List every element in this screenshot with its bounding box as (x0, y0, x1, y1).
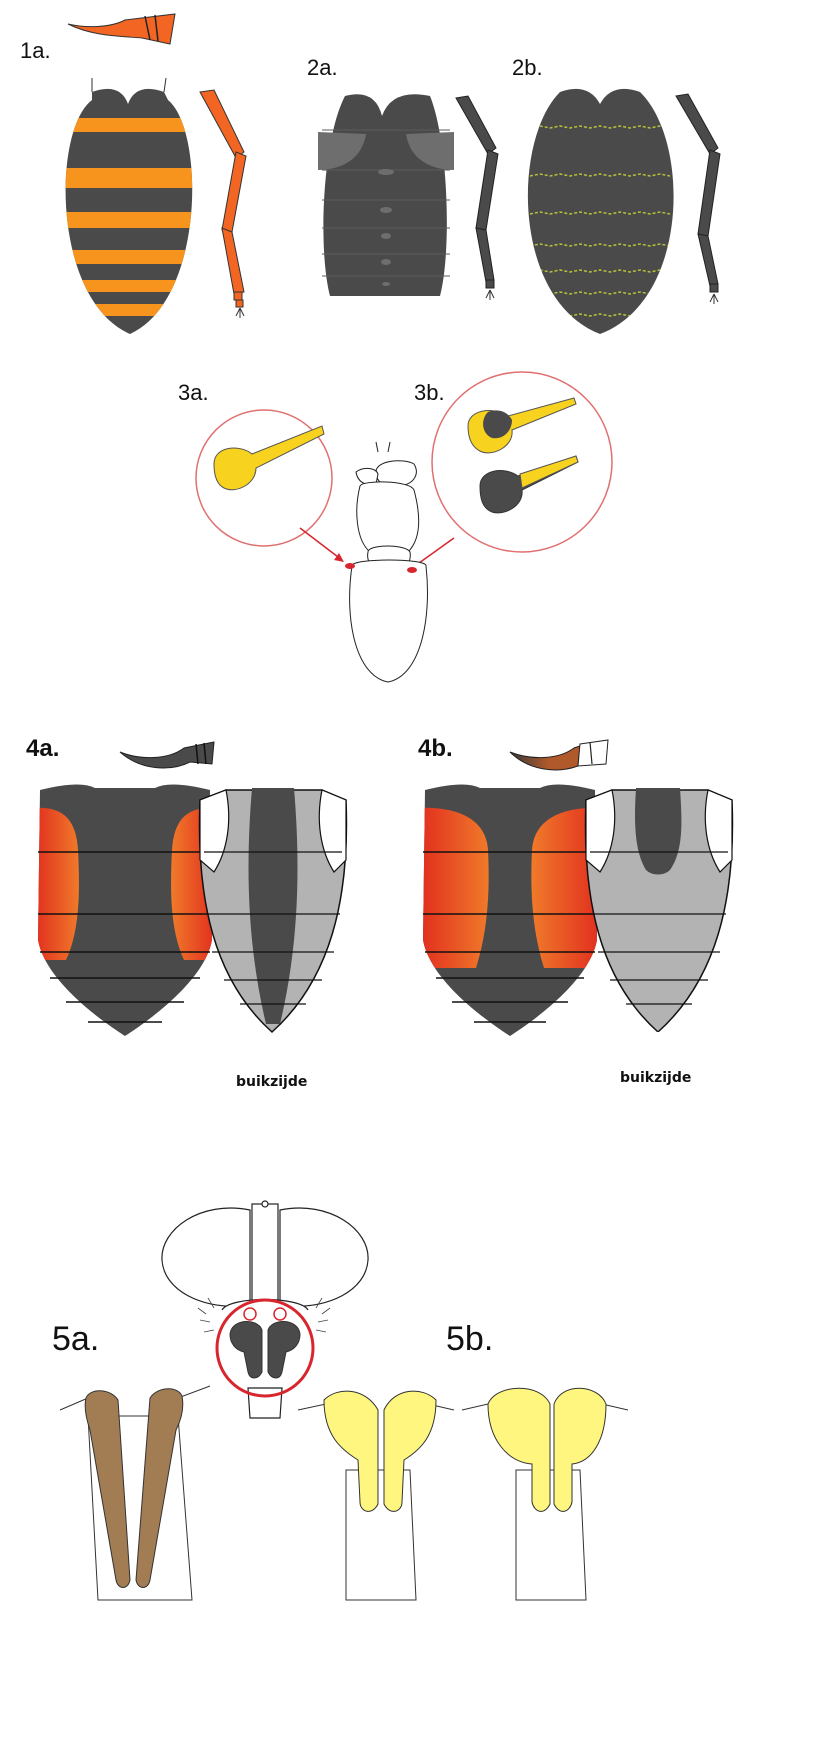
label-5b: 5b. (446, 1320, 493, 1358)
leg-dark (456, 96, 498, 288)
label-2a: 2a. (307, 55, 338, 80)
halter-marker-left (345, 563, 355, 569)
figure-2b: 2b. (512, 55, 720, 334)
halter-bicolor-icon (468, 398, 576, 453)
abdomen-orange-banded (40, 78, 220, 334)
facial-knob-dark (230, 1321, 300, 1378)
head-outline (162, 1201, 368, 1418)
facial-5a-brown (60, 1386, 210, 1600)
abdomen-4b-ventral (585, 788, 732, 1038)
label-3a: 3a. (178, 380, 209, 405)
facial-5b-yellow-a (298, 1391, 454, 1600)
label-1a: 1a. (20, 38, 51, 63)
caption-ventral-left: buikzijde (236, 1074, 307, 1090)
leg-dark-2b (676, 94, 720, 292)
abdomen-dark-speckled (528, 89, 674, 334)
abdomen-4b-dorsal (416, 784, 604, 1036)
figure-5: 5a. 5b. (52, 1201, 628, 1600)
leg-orange (200, 90, 246, 307)
label-4a: 4a. (26, 735, 59, 762)
label-3b: 3b. (414, 380, 445, 405)
label-4b: 4b. (418, 735, 453, 762)
label-5a: 5a. (52, 1320, 99, 1358)
caption-ventral-right: buikzijde (620, 1070, 691, 1086)
abdomen-4a-dorsal (32, 784, 218, 1036)
antenna-orange-icon (68, 14, 175, 44)
figure-4a: 4a. (26, 735, 346, 1090)
facial-5b-yellow-b (462, 1388, 628, 1600)
antenna-brown-icon (510, 740, 608, 770)
figure-4b: 4b. (416, 735, 732, 1086)
halter-dark-icon (480, 456, 578, 513)
figure-3: 3a. 3b. (178, 372, 612, 682)
abdomen-dark-spotted (318, 94, 454, 296)
halter-yellow-icon (214, 426, 324, 490)
figure-2a: 2a. (307, 55, 498, 300)
figure-1a: 1a. (20, 14, 246, 334)
magnifier-circle (217, 1300, 313, 1396)
halter-marker-right (407, 567, 417, 573)
fly-outline (350, 442, 428, 682)
label-2b: 2b. (512, 55, 543, 80)
antenna-dark-icon (120, 742, 214, 768)
abdomen-4a-ventral (199, 788, 346, 1032)
